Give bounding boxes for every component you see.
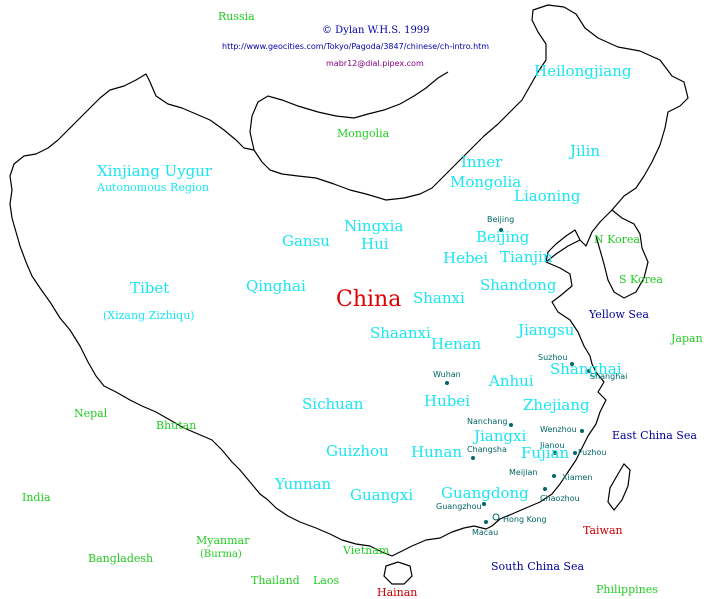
neighbour-laos: Laos <box>313 574 340 587</box>
neighbour-s-korea: S Korea <box>619 273 663 286</box>
credit-email[interactable]: mabr12@dial.pipex.com <box>326 59 424 68</box>
island-hainan: Hainan <box>377 586 418 599</box>
sea-yellow: Yellow Sea <box>589 308 649 321</box>
province-shaanxi: Shaanxi <box>370 324 431 342</box>
province-inner-mongolia-2: Mongolia <box>450 173 522 191</box>
neighbour-n-korea: N Korea <box>594 233 640 246</box>
city-label-jianou: Jianou <box>540 441 565 450</box>
neighbour-burma: (Burma) <box>200 549 242 560</box>
province-ningxia-1: Ningxia <box>344 217 404 235</box>
city-label-wenzhou: Wenzhou <box>540 425 577 434</box>
hainan-island <box>383 561 413 585</box>
city-label-macau: Macau <box>472 528 499 537</box>
province-hebei: Hebei <box>443 249 489 267</box>
province-hunan: Hunan <box>411 443 463 461</box>
map-title: China <box>336 287 402 312</box>
dot-jianou <box>553 451 557 455</box>
city-label-shanghai: Shanghai <box>590 372 628 381</box>
province-guizhou: Guizhou <box>326 442 389 460</box>
province-anhui: Anhui <box>489 372 534 390</box>
province-zhejiang: Zhejiang <box>523 396 590 414</box>
province-shandong: Shandong <box>480 276 557 294</box>
neighbour-india: India <box>22 491 51 504</box>
province-jiangsu: Jiangsu <box>518 321 575 339</box>
neighbour-myanmar: Myanmar <box>196 534 250 547</box>
province-jilin: Jilin <box>570 142 601 160</box>
dot-beijing <box>499 228 503 232</box>
city-label-beijing: Beijing <box>487 215 515 224</box>
credit-author: © Dylan W.H.S. 1999 <box>322 25 430 36</box>
province-beijing: Beijing <box>476 228 530 246</box>
neighbour-bhutan: Bhutan <box>156 419 197 432</box>
province-xinjiang-sub: Autonomous Region <box>97 181 210 194</box>
province-ningxia-2: Hui <box>361 235 389 253</box>
province-heilongjiang: Heilongjiang <box>534 62 632 80</box>
neighbour-japan: Japan <box>671 332 703 345</box>
dot-wuhan <box>445 381 449 385</box>
neighbour-russia: Russia <box>218 10 255 23</box>
province-shanxi: Shanxi <box>413 289 465 307</box>
dot-suzhou <box>570 362 574 366</box>
sea-east-china: East China Sea <box>612 429 697 442</box>
dot-wenzhou <box>580 429 584 433</box>
city-dots <box>445 228 591 524</box>
dot-shanghai <box>587 369 591 373</box>
province-gansu: Gansu <box>282 232 330 250</box>
dot-nanchang <box>509 423 513 427</box>
city-label-nanchang: Nanchang <box>467 417 508 426</box>
city-label-suzhou: Suzhou <box>538 353 568 362</box>
dot-guangzhou <box>482 502 486 506</box>
province-tibet-sub: (Xizang Zizhiqu) <box>103 309 195 322</box>
shandong-peninsula <box>545 239 581 263</box>
city-label-changsha: Changsha <box>467 445 507 454</box>
neighbour-thailand: Thailand <box>251 574 300 587</box>
city-label-wuhan: Wuhan <box>433 370 461 379</box>
province-sichuan: Sichuan <box>302 395 364 413</box>
city-label-chaozhou: Chaozhou <box>540 494 580 503</box>
city-label-meijian: Meijian <box>509 468 538 477</box>
dot-fuzhou <box>573 451 577 455</box>
province-tibet: Tibet <box>130 279 170 297</box>
province-inner-mongolia-1: Inner <box>461 153 503 171</box>
sea-south-china: South China Sea <box>491 560 585 573</box>
neighbour-mongolia: Mongolia <box>337 127 390 140</box>
island-taiwan: Taiwan <box>583 524 623 537</box>
province-yunnan: Yunnan <box>275 475 332 493</box>
province-shanghai: Shanghai <box>550 360 622 378</box>
province-qinghai: Qinghai <box>246 277 306 295</box>
dot-hong-kong <box>492 513 500 521</box>
city-label-fuzhou: Fuzhou <box>578 448 607 457</box>
city-label-guangzhou: Guangzhou <box>436 502 482 511</box>
province-liaoning: Liaoning <box>514 187 581 205</box>
province-hubei: Hubei <box>424 392 471 410</box>
neighbour-nepal: Nepal <box>74 407 108 420</box>
credit-url[interactable]: http://www.geocities.com/Tokyo/Pagoda/38… <box>222 42 490 51</box>
province-fujian: Fujian <box>521 444 570 462</box>
korea-peninsula <box>595 209 649 299</box>
china-border <box>9 4 689 557</box>
province-jiangxi: Jiangxi <box>474 427 527 445</box>
province-guangxi: Guangxi <box>350 486 414 504</box>
neighbour-vietnam: Vietnam <box>343 544 390 557</box>
dot-changsha <box>471 456 475 460</box>
city-label-xiamen: Xiamen <box>562 473 593 482</box>
neighbour-philippines: Philippines <box>596 583 658 596</box>
province-xinjiang: Xinjiang Uygur <box>97 162 213 180</box>
neighbour-bangladesh: Bangladesh <box>88 552 154 565</box>
dot-chaozhou <box>543 487 547 491</box>
province-tianjin: Tianjin <box>500 248 553 266</box>
dot-xiamen <box>552 474 556 478</box>
taiwan-island <box>607 463 631 511</box>
city-label-hong-kong: Hong Kong <box>503 515 547 524</box>
province-guangdong: Guangdong <box>441 484 529 502</box>
province-henan: Henan <box>431 335 482 353</box>
mongolia-border <box>249 71 449 151</box>
dot-macau <box>484 520 488 524</box>
